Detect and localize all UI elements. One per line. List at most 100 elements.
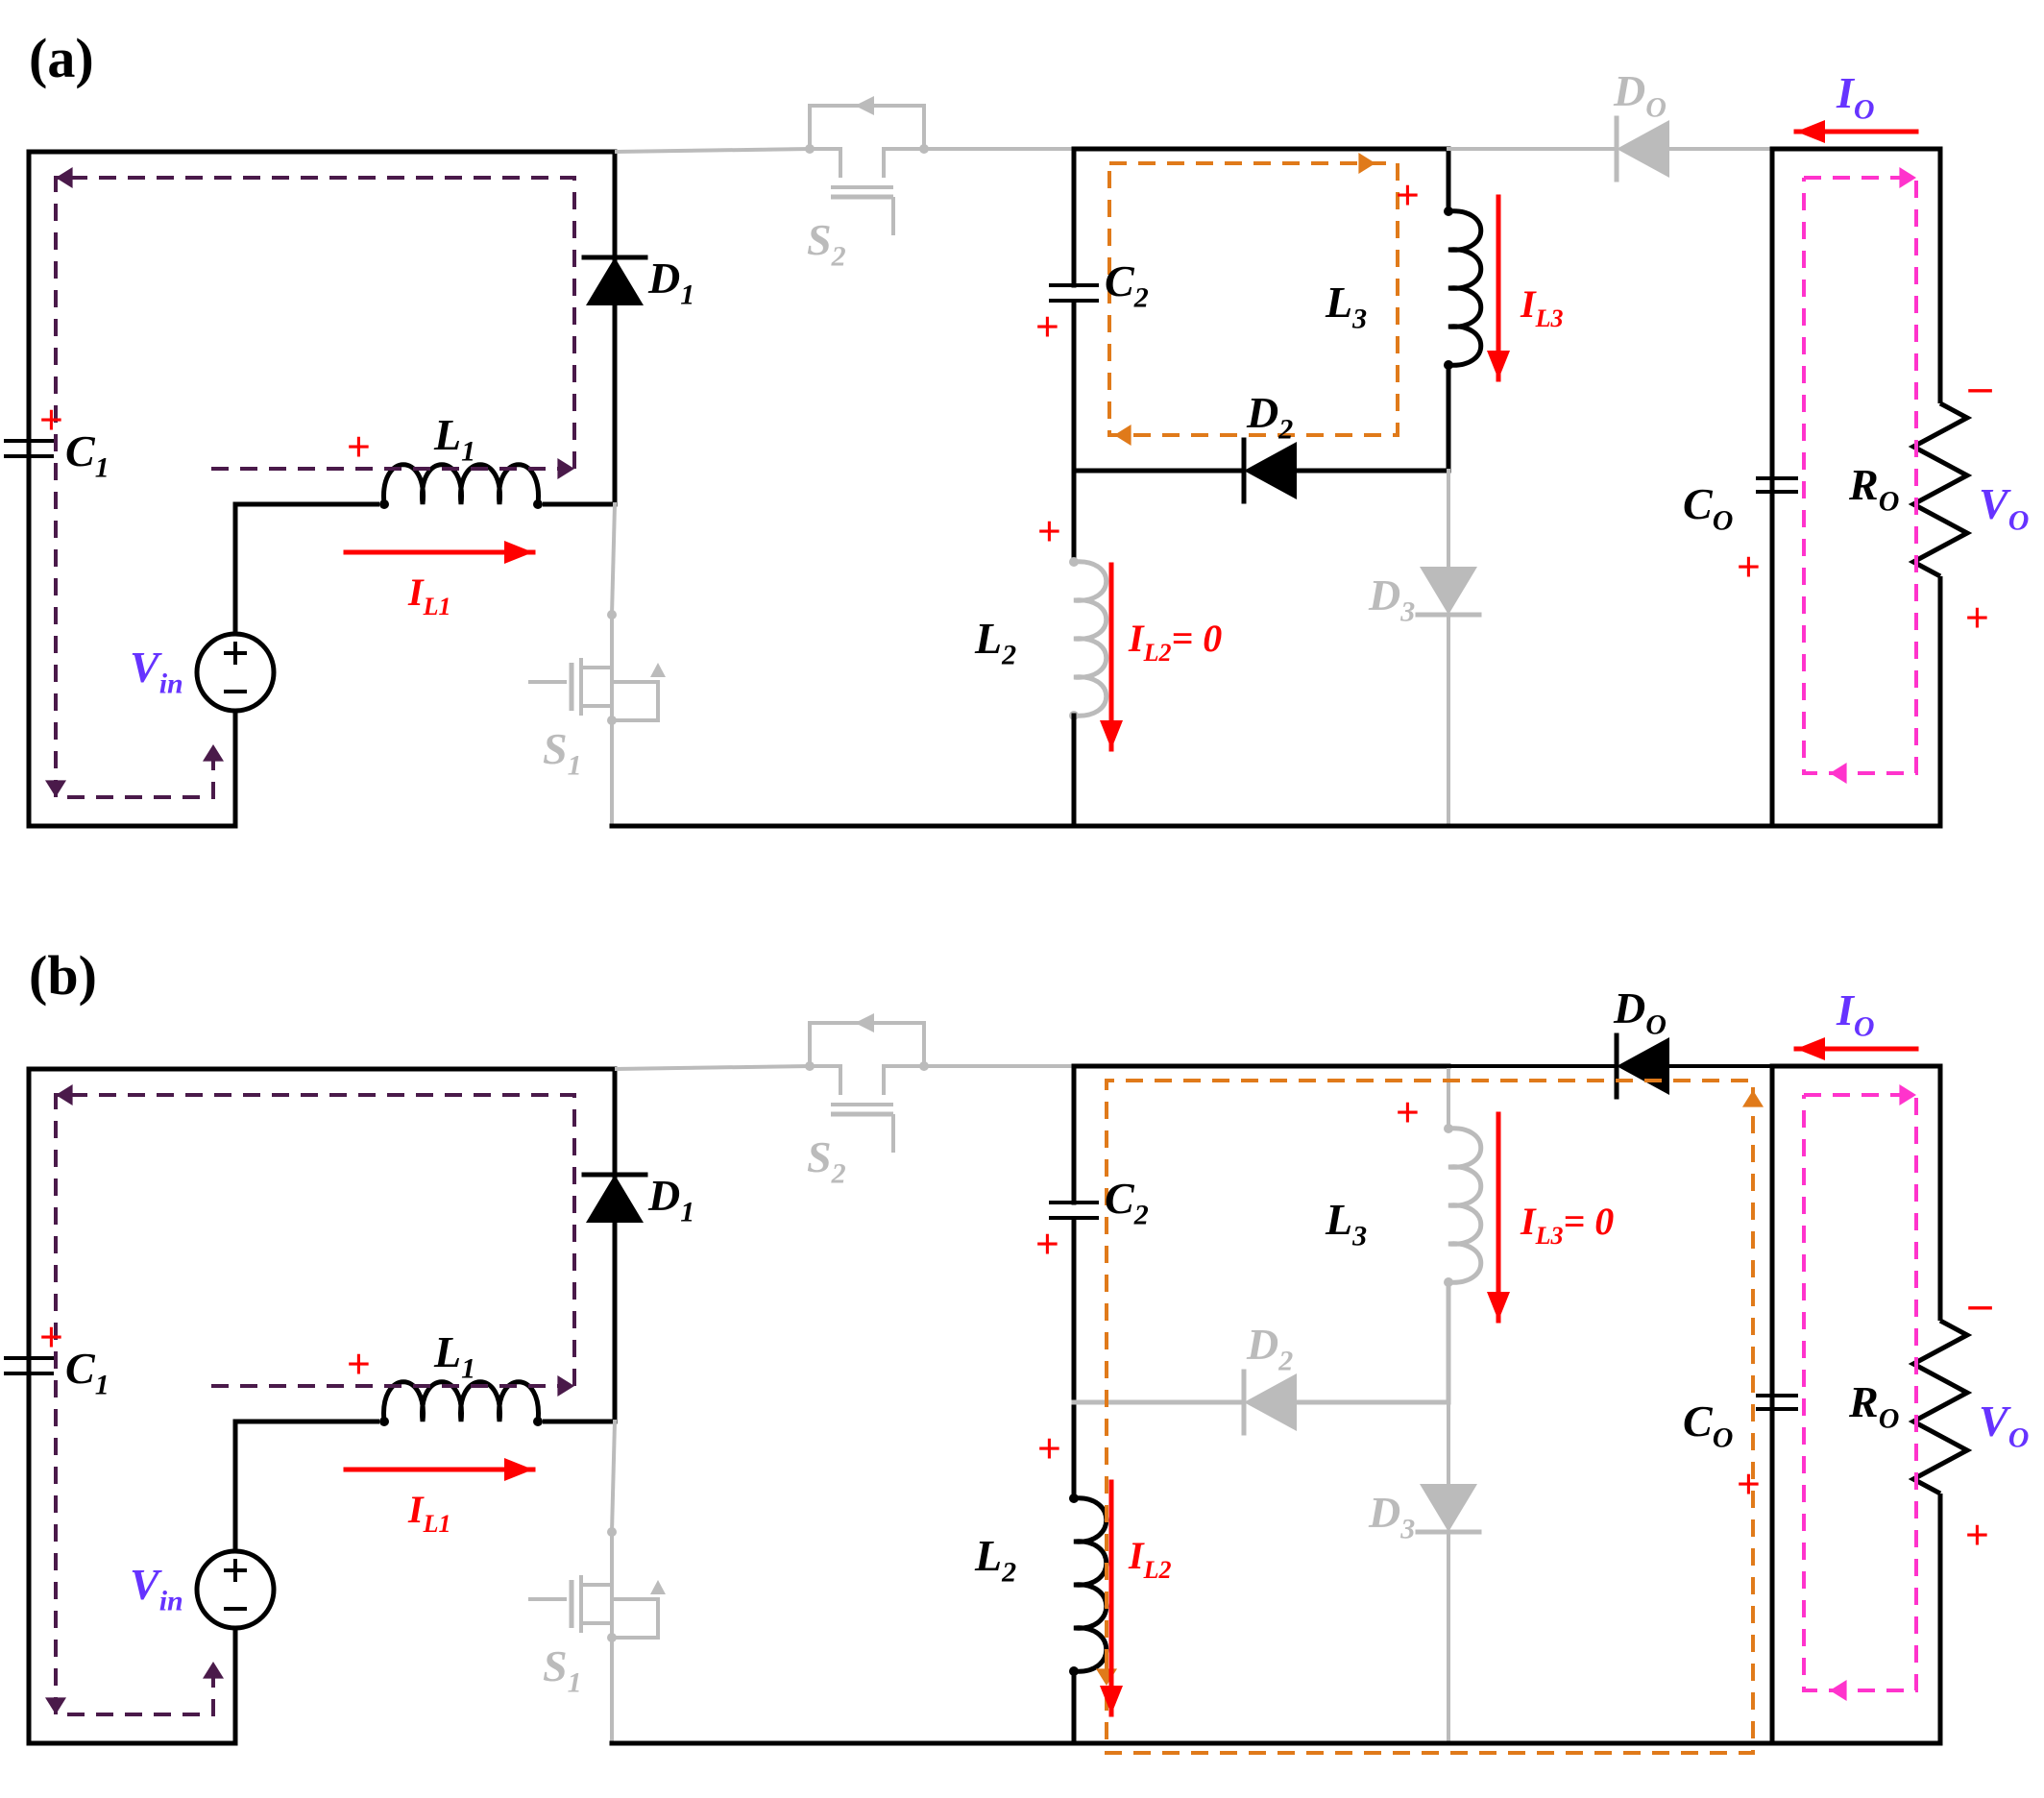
terminal-dot xyxy=(607,1527,617,1537)
diode-icon xyxy=(1614,1033,1669,1100)
terminal-dot xyxy=(533,499,543,509)
inductor-coil xyxy=(1073,1495,1109,1674)
plus-sign: + xyxy=(1034,304,1058,351)
dashed-loop-arrow-icon xyxy=(45,1084,576,1716)
mosfet-icon xyxy=(528,610,666,725)
body-diode xyxy=(650,663,666,677)
diode-icon xyxy=(1241,437,1297,504)
loop-arrowhead xyxy=(1899,1084,1916,1106)
input-stage xyxy=(4,149,648,829)
source-circle xyxy=(194,1548,277,1631)
diode-label: D2 xyxy=(1246,1320,1293,1377)
inductor-label: L1 xyxy=(433,410,475,468)
capacitor-label: CO xyxy=(1683,1397,1733,1454)
voltage-source-icon xyxy=(194,1548,277,1631)
mosfet-source xyxy=(882,147,924,178)
diode-label: DO xyxy=(1613,984,1667,1041)
loop-arrowhead xyxy=(1114,425,1132,446)
diode-label: D2 xyxy=(1246,388,1293,446)
diode-label: DO xyxy=(1613,66,1667,124)
source-label: Vin xyxy=(130,643,183,700)
diode-triangle xyxy=(586,257,644,305)
terminal-dot xyxy=(379,1417,389,1426)
inductor-icon xyxy=(379,462,543,509)
inductor-label: L3 xyxy=(1325,1195,1367,1252)
wire xyxy=(543,1223,618,1424)
resistor-label: RO xyxy=(1848,1377,1899,1435)
loop-arrowhead xyxy=(557,1375,574,1397)
plus-sign: + xyxy=(1736,1461,1760,1508)
inductor-label: L1 xyxy=(433,1327,475,1385)
switch-label: S1 xyxy=(543,1641,582,1699)
diode-triangle xyxy=(1420,1484,1477,1532)
inductor-icon xyxy=(379,1379,543,1426)
terminal-dot xyxy=(805,144,815,154)
diode-label: D3 xyxy=(1368,1488,1415,1545)
loop-path xyxy=(1107,161,1399,437)
wire xyxy=(1772,1063,1943,1321)
arrow-head xyxy=(1487,351,1510,379)
arrow-icon xyxy=(1793,1037,1919,1060)
loop-path xyxy=(1802,1093,1918,1692)
mosfet-drain xyxy=(810,147,842,178)
arrow-icon xyxy=(1487,194,1510,382)
arrow-head xyxy=(1100,1686,1123,1714)
loop-path xyxy=(1802,176,1918,775)
mosfet-icon xyxy=(805,1013,929,1153)
inductor-coil xyxy=(1448,1126,1484,1285)
mosfet-icon xyxy=(528,1527,666,1642)
mosfet-body xyxy=(610,615,660,722)
source-circle xyxy=(194,631,277,714)
inductor-label: L2 xyxy=(974,1531,1016,1589)
wire xyxy=(543,305,618,507)
arrow-icon xyxy=(1100,1479,1123,1717)
current-label: IO xyxy=(1836,985,1875,1043)
loop-path xyxy=(54,176,576,799)
wire xyxy=(609,1419,618,1535)
dashed-loop-arrow-icon xyxy=(1096,1079,1764,1755)
wire xyxy=(26,149,618,826)
capacitor-icon xyxy=(1756,1394,1798,1411)
minus-sign: – xyxy=(1968,1278,1992,1329)
loop-arrowhead xyxy=(56,167,73,188)
diode-triangle xyxy=(1617,1037,1669,1095)
wire xyxy=(29,1628,238,1746)
inductor-icon xyxy=(1444,207,1484,370)
arrow-icon xyxy=(1100,562,1123,752)
inductor-label: L2 xyxy=(974,614,1016,671)
arrow-head xyxy=(504,541,533,564)
diode-icon xyxy=(581,1172,648,1223)
wire xyxy=(232,501,379,634)
capacitor-label: C1 xyxy=(65,426,110,484)
terminal-dot xyxy=(919,144,929,154)
mosfet-body xyxy=(610,1532,660,1640)
loop-path xyxy=(211,467,567,471)
inductor-icon xyxy=(1069,1494,1109,1676)
voltage-label: VO xyxy=(1979,1397,2029,1454)
arrow-icon xyxy=(1793,120,1919,143)
mosfet-body xyxy=(808,104,926,149)
loop-path xyxy=(54,1093,576,1716)
loop-arrowhead xyxy=(557,458,574,479)
plus-sign: + xyxy=(346,424,370,471)
loop-arrowhead xyxy=(1830,763,1847,784)
mosfet-body xyxy=(808,1021,926,1066)
plus-sign: + xyxy=(1964,1512,1988,1559)
wire xyxy=(609,501,618,618)
voltage-label: VO xyxy=(1979,479,2029,537)
plus-sign: + xyxy=(1736,544,1760,591)
terminal-dot xyxy=(1444,1124,1453,1133)
diode-label: D1 xyxy=(647,254,694,311)
loop-arrowhead xyxy=(1830,1680,1847,1701)
wire xyxy=(614,1064,811,1071)
dashed-loop-arrow-icon xyxy=(45,167,576,799)
loop-arrowhead xyxy=(1096,1668,1117,1686)
loop-arrowhead xyxy=(1742,1090,1764,1107)
diode-icon xyxy=(1415,567,1482,618)
terminal-dot xyxy=(607,716,617,725)
arrow-head xyxy=(1796,120,1825,143)
inductor-icon xyxy=(1444,1124,1484,1287)
terminal-dot xyxy=(607,1633,617,1642)
